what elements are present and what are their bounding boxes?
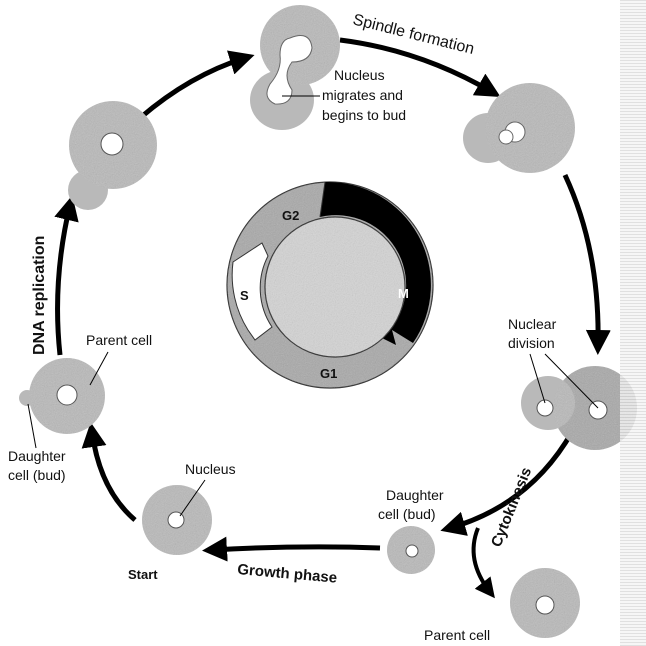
daughter-bottom-line1: Daughter (386, 487, 444, 503)
nucleus-label: Nucleus (185, 461, 236, 477)
arrow-growth (212, 547, 380, 550)
g1-label: G1 (320, 366, 337, 381)
parent-cell-top-label: Parent cell (86, 332, 152, 348)
cell-start (142, 485, 212, 555)
dna-replication-label: DNA replication (31, 236, 48, 355)
daughter-bottom-line2: cell (bud) (378, 506, 436, 522)
arrow-bottom-left-up (92, 432, 135, 520)
start-label: Start (128, 567, 158, 582)
cell-cycle-ring (227, 182, 433, 388)
m-label: M (398, 286, 409, 301)
arrow-cytokinesis-down (474, 528, 490, 592)
s-label: S (240, 288, 249, 303)
cell-dna-replication (68, 101, 157, 210)
cell-spindle (463, 83, 575, 173)
parent-cell-bottom-label: Parent cell (424, 627, 490, 643)
daughter-left-line2: cell (bud) (8, 467, 66, 483)
scan-edge-texture (620, 0, 646, 646)
growth-phase-label: Growth phase (237, 561, 338, 587)
nuclear-division-line1: Nuclear (508, 316, 557, 332)
cell-parent-left (19, 358, 105, 434)
arrow-dna-replication (58, 205, 70, 355)
spindle-formation-label: Spindle formation (351, 11, 476, 58)
g2-label: G2 (282, 208, 299, 223)
nucleus-migrates-line3: begins to bud (322, 107, 406, 123)
daughter-left-line1: Daughter (8, 448, 66, 464)
arrow-right-down (565, 175, 598, 345)
nucleus-migrates-line2: migrates and (322, 87, 403, 103)
nucleus-migrates-line1: Nucleus (334, 67, 385, 83)
cell-daughter-bottom (387, 526, 435, 574)
nuclear-division-line2: division (508, 335, 555, 351)
arrow-top-left (140, 58, 245, 118)
cell-parent-bottom (510, 568, 580, 638)
